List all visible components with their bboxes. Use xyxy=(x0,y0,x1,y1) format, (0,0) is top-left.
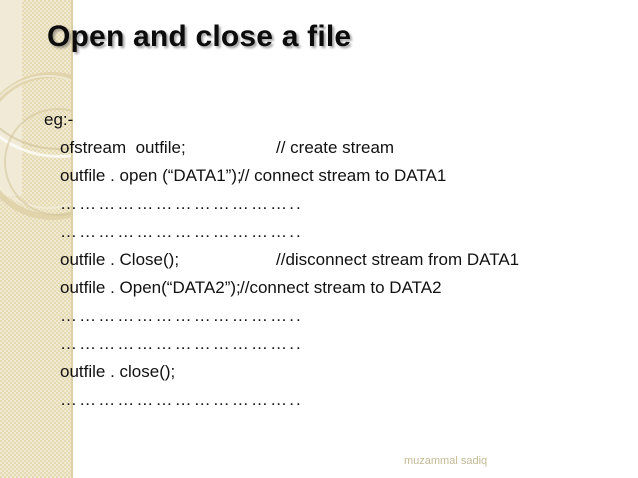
body-line: outfile . close(); xyxy=(44,358,630,386)
code-text: outfile . Open(“DATA2”); xyxy=(60,278,241,297)
code-text: outfile . close(); xyxy=(60,362,176,381)
body-line: outfile . open (“DATA1”);// connect stre… xyxy=(44,162,630,190)
ellipsis-run: ……………………………….. xyxy=(60,390,303,409)
code-text: eg:- xyxy=(44,110,74,129)
body-line: ……………………………….. xyxy=(44,302,630,330)
comment-text: //disconnect stream from DATA1 xyxy=(276,250,520,269)
body-line: ……………………………….. xyxy=(44,190,630,218)
body-line: outfile . Close(); //disconnect stream fr… xyxy=(44,246,630,274)
ellipsis-run: ……………………………….. xyxy=(60,222,303,241)
sidebar-edge xyxy=(71,0,73,478)
sidebar-left-band-fade xyxy=(0,150,22,210)
body-line: ofstream outfile; // create stream xyxy=(44,134,630,162)
ellipsis-run: ……………………………….. xyxy=(60,334,303,353)
code-text: outfile . Close(); xyxy=(60,250,180,269)
footer-watermark: muzammal sadiq xyxy=(404,455,488,467)
comment-text: //connect stream to DATA2 xyxy=(240,278,442,297)
code-text: outfile . open (“DATA1”); xyxy=(60,166,242,185)
body-line: outfile . Open(“DATA2”);//connect stream… xyxy=(44,274,630,302)
code-text: ofstream outfile; xyxy=(60,138,186,157)
slide-title: Open and close a file xyxy=(47,20,352,53)
body-line: eg:- xyxy=(44,106,630,134)
ellipsis-run: ……………………………….. xyxy=(60,306,303,325)
ellipsis-run: ……………………………….. xyxy=(60,194,303,213)
comment-text: // connect stream to DATA1 xyxy=(240,166,447,185)
body-line: ……………………………….. xyxy=(44,330,630,358)
slide-body: eg:- ofstream outfile; // create stream out… xyxy=(44,106,630,414)
body-line: ……………………………….. xyxy=(44,218,630,246)
comment-text: // create stream xyxy=(276,138,395,157)
body-line: ……………………………….. xyxy=(44,386,630,414)
